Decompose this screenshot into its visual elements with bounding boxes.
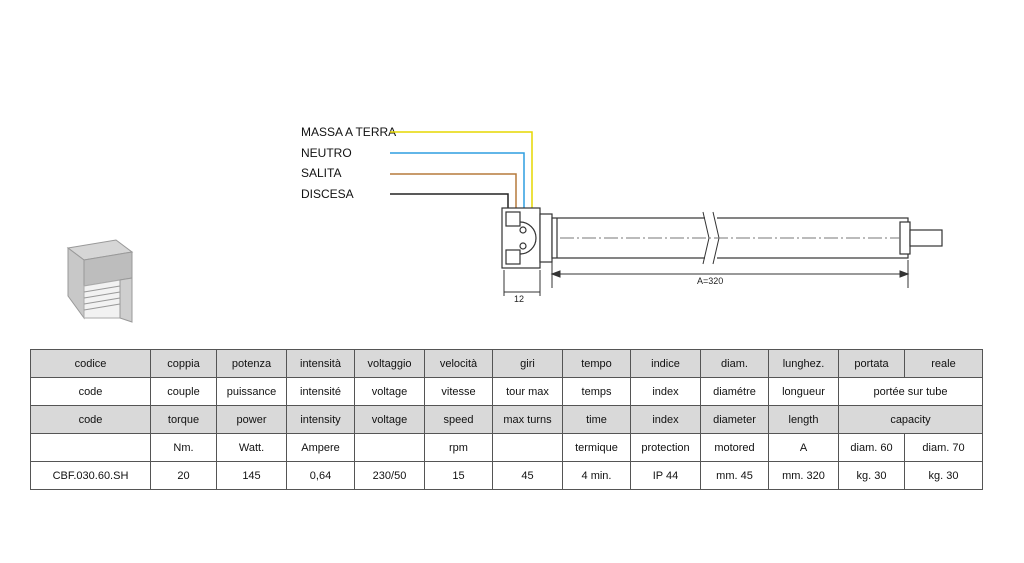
head-width-dimension <box>503 270 541 296</box>
wire-neutro <box>390 152 525 208</box>
data-cell: 45 <box>492 461 563 490</box>
wire-massa-a-terra <box>390 131 533 208</box>
header-cell: code <box>30 377 151 406</box>
header-cell: portée sur tube <box>838 377 983 406</box>
header-cell: tour max <box>492 377 563 406</box>
header-cell: time <box>562 405 631 434</box>
header-cell: couple <box>150 377 217 406</box>
header-cell: motored <box>700 433 769 462</box>
data-cell: 145 <box>216 461 287 490</box>
header-cell: velocità <box>424 349 493 378</box>
header-cell <box>492 433 563 462</box>
header-cell: lunghez. <box>768 349 839 378</box>
length-dimension-label: A=320 <box>697 276 723 286</box>
header-cell: coppia <box>150 349 217 378</box>
data-cell: kg. 30 <box>838 461 905 490</box>
header-cell: termique <box>562 433 631 462</box>
header-cell: diameter <box>700 405 769 434</box>
header-cell: voltaggio <box>354 349 425 378</box>
header-cell: voltage <box>354 405 425 434</box>
header-row-english: code torque power intensity voltage spee… <box>30 405 983 434</box>
data-cell: 15 <box>424 461 493 490</box>
motor-specification-table: codice coppia potenza intensità voltaggi… <box>30 349 983 490</box>
header-cell: reale <box>904 349 983 378</box>
header-cell: diam. 60 <box>838 433 905 462</box>
data-cell: 4 min. <box>562 461 631 490</box>
head-width-label: 12 <box>514 294 524 304</box>
header-cell: puissance <box>216 377 287 406</box>
header-cell: indice <box>630 349 701 378</box>
data-cell: kg. 30 <box>904 461 983 490</box>
header-cell: rpm <box>424 433 493 462</box>
header-cell: index <box>630 377 701 406</box>
header-cell: index <box>630 405 701 434</box>
data-cell: mm. 45 <box>700 461 769 490</box>
header-cell: voltage <box>354 377 425 406</box>
header-cell <box>30 433 151 462</box>
header-cell: diam. <box>700 349 769 378</box>
header-row-units: Nm. Watt. Ampere rpm termique protection… <box>30 433 983 462</box>
data-cell: CBF.030.60.SH <box>30 461 151 490</box>
header-cell: max turns <box>492 405 563 434</box>
header-cell: power <box>216 405 287 434</box>
data-cell: 20 <box>150 461 217 490</box>
header-cell: potenza <box>216 349 287 378</box>
header-cell: giri <box>492 349 563 378</box>
header-cell: codice <box>30 349 151 378</box>
wire-label-discesa: DISCESA <box>301 187 354 201</box>
data-cell: IP 44 <box>630 461 701 490</box>
header-cell: vitesse <box>424 377 493 406</box>
header-cell: intensità <box>286 349 355 378</box>
motor-wiring-diagram: MASSA A TERRA NEUTRO SALITA DISCESA 12 <box>66 125 943 323</box>
wire-label-massa-a-terra: MASSA A TERRA <box>301 125 396 139</box>
wire-label-salita: SALITA <box>301 166 341 180</box>
roller-shutter-icon <box>66 239 134 323</box>
header-cell: capacity <box>838 405 983 434</box>
data-cell: 0,64 <box>286 461 355 490</box>
wire-salita <box>390 173 517 208</box>
wire-discesa <box>390 193 509 208</box>
header-cell: temps <box>562 377 631 406</box>
header-cell: intensity <box>286 405 355 434</box>
motor-head <box>501 207 553 269</box>
header-cell: Watt. <box>216 433 287 462</box>
header-cell: Ampere <box>286 433 355 462</box>
header-row-italian: codice coppia potenza intensità voltaggi… <box>30 349 983 378</box>
header-cell: torque <box>150 405 217 434</box>
length-dimension <box>550 260 910 288</box>
wire-label-neutro: NEUTRO <box>301 146 352 160</box>
header-cell: Nm. <box>150 433 217 462</box>
header-cell: tempo <box>562 349 631 378</box>
header-cell: length <box>768 405 839 434</box>
header-cell: portata <box>838 349 905 378</box>
data-cell: 230/50 <box>354 461 425 490</box>
table-row: CBF.030.60.SH 20 145 0,64 230/50 15 45 4… <box>30 461 983 490</box>
header-cell <box>354 433 425 462</box>
header-cell: diam. 70 <box>904 433 983 462</box>
data-cell: mm. 320 <box>768 461 839 490</box>
header-cell: speed <box>424 405 493 434</box>
header-cell: code <box>30 405 151 434</box>
header-cell: longueur <box>768 377 839 406</box>
header-cell: intensité <box>286 377 355 406</box>
header-cell: diamétre <box>700 377 769 406</box>
header-cell: protection <box>630 433 701 462</box>
header-cell: A <box>768 433 839 462</box>
header-row-french: code couple puissance intensité voltage … <box>30 377 983 406</box>
